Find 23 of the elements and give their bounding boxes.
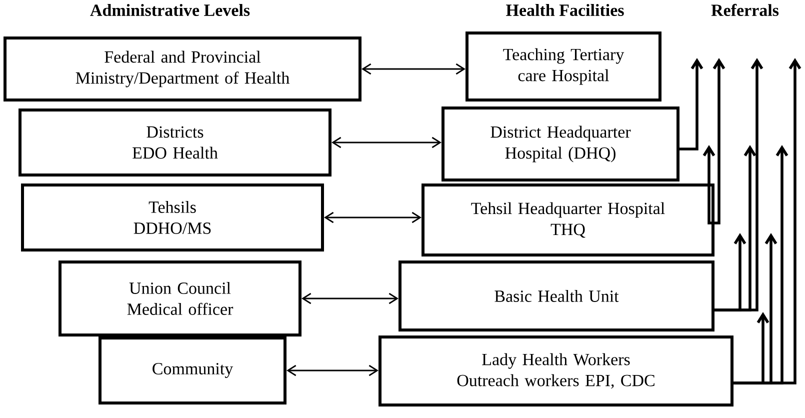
box: Tehsils DDHO/MS [21,184,324,252]
arrow [332,136,442,148]
box: Lady Health Workers Outreach workers EPI, CDC [378,336,734,406]
box: Tehsil Headquarter Hospital THQ [422,184,714,256]
arrow [680,58,704,150]
arrow [324,212,422,224]
box: Union Council Medical officer [58,260,302,336]
arrow [286,364,378,376]
column-heading: Referrals [711,4,779,16]
column-heading: Administrative Levels [90,4,250,16]
arrow [702,145,716,224]
arrow [302,292,398,304]
column-heading: Health Facilities [506,4,624,16]
box: Basic Health Unit [398,260,714,332]
arrow [714,58,764,312]
box: District Headquarter Hospital (DHQ) [442,106,680,182]
box: Teaching Tertiary care Hospital [466,32,662,102]
box: Districts EDO Health [18,108,332,176]
box: Federal and Provincial Ministry/Department of Health [4,36,362,102]
box: Community [98,336,286,404]
arrow [712,58,726,224]
arrow [734,58,802,384]
arrow [362,63,466,75]
